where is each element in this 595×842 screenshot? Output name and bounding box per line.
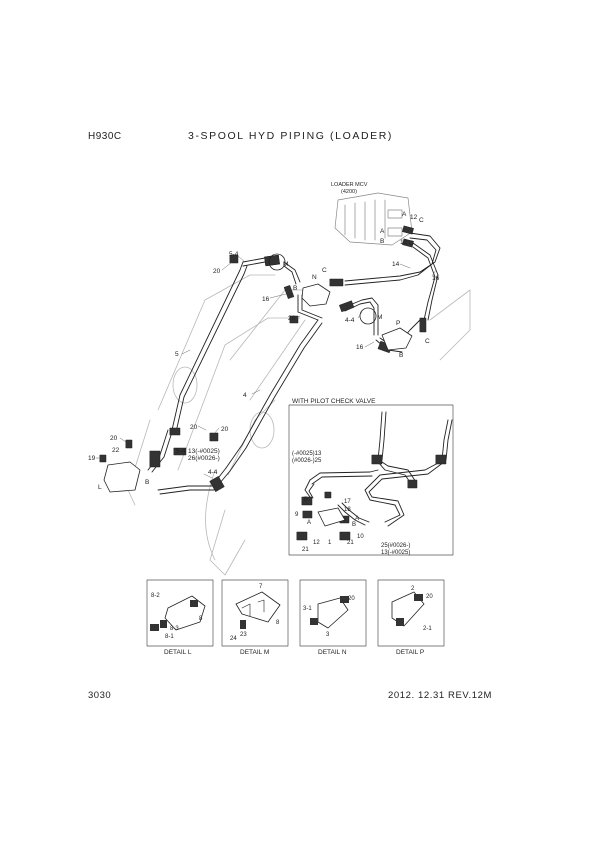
inset-callout: 21 <box>302 547 309 553</box>
inset-callout: 17 <box>344 499 351 505</box>
detail-n-caption: DETAIL N <box>318 649 347 656</box>
port-label: C <box>322 267 327 274</box>
part-callout: 4-4 <box>345 317 355 324</box>
port-label: 12 <box>400 239 408 246</box>
port-label: B <box>380 238 384 245</box>
part-callout: 20 <box>110 435 118 442</box>
detail-callout: 20 <box>426 594 433 600</box>
inset-callout: (#0026-)25 <box>292 458 322 464</box>
inset-drawing <box>304 411 453 527</box>
part-callout: 20 <box>221 426 229 433</box>
part-callout: 5 <box>175 351 179 358</box>
part-callout: 22 <box>112 447 120 454</box>
part-callout: 20 <box>213 268 221 275</box>
part-callout: 16 <box>356 344 364 351</box>
main-part-callouts: 5-4 20 14 16 16 20 4-4 16 5 4 20 20 20 2… <box>88 251 440 476</box>
part-callout: 4-4 <box>208 469 218 476</box>
detail-callout: 23 <box>240 632 247 638</box>
page-title: 3-SPOOL HYD PIPING (LOADER) <box>188 130 394 142</box>
port-label: A <box>380 228 385 235</box>
port-label: C <box>409 240 414 247</box>
part-callout: 5-4 <box>229 251 239 258</box>
inset-components <box>296 454 447 541</box>
detail-callout: 20 <box>348 596 355 602</box>
loader-mcv-valve <box>334 192 413 246</box>
inset-callout: A <box>355 516 359 522</box>
detail-l-box: 8-2 8 8-3 8-1 <box>146 579 214 647</box>
detail-callout: 2-1 <box>423 626 432 632</box>
part-callout: 13(-#0025) <box>188 448 220 455</box>
detail-callout: 8-1 <box>165 634 174 640</box>
loader-frame-outline <box>127 274 471 576</box>
part-callout: 19 <box>88 455 96 462</box>
detail-callout: 8 <box>276 620 280 626</box>
detail-callout: 8-2 <box>151 593 160 599</box>
inset-callout: (-#0025)13 <box>292 451 322 457</box>
part-callout: 20 <box>288 315 296 322</box>
mcv-label: LOADER MCV <box>331 182 368 188</box>
port-label: 12 <box>410 214 418 221</box>
part-callout: 16 <box>432 275 440 282</box>
detail-callout: 3-1 <box>303 606 312 612</box>
inset-callout: 9 <box>295 512 299 518</box>
detail-p-box: 2 20 2-1 <box>377 579 445 647</box>
detail-callout: 8 <box>199 616 203 622</box>
inset-callout: 10 <box>357 534 364 540</box>
inset-callout: B <box>304 497 308 503</box>
port-label: B <box>293 285 297 292</box>
inset-callout: B <box>352 522 356 528</box>
part-callout: 26(#0026-) <box>188 455 220 462</box>
inset-callout: 18 <box>344 507 351 513</box>
inset-callouts: (-#0025)13 (#0026-)25 17 18 9 A 12 21 1 … <box>292 451 410 556</box>
main-port-labels: A 12 C A B 12 C N B C P B C M M L B <box>98 211 430 491</box>
detail-callout: 3 <box>326 632 330 638</box>
port-label: M <box>377 314 382 321</box>
part-callout: 20 <box>190 424 198 431</box>
inset-callout: 12 <box>313 540 320 546</box>
inset-callout: 13(-#0025) <box>381 550 410 556</box>
brackets-main <box>103 283 413 493</box>
part-callout: 14 <box>392 261 400 268</box>
mcv-part-number: (4200) <box>341 189 357 195</box>
part-callout: 5-4 <box>176 448 186 455</box>
inset-callout: A <box>307 520 311 526</box>
port-label: C <box>425 338 430 345</box>
port-label: B <box>399 352 403 359</box>
revision-date: 2012. 12.31 REV.12M <box>388 690 493 701</box>
model-code: H930C <box>88 131 122 142</box>
port-label: M <box>283 261 288 268</box>
port-label: A <box>402 211 407 218</box>
detail-m-caption: DETAIL M <box>240 649 269 656</box>
inset-title: WITH PILOT CHECK VALVE <box>292 398 376 405</box>
pilot-check-inset-frame <box>288 404 454 556</box>
port-label: N <box>312 274 317 281</box>
detail-callout: 2 <box>411 586 415 592</box>
part-callout: 16 <box>262 296 270 303</box>
pilot-check-valve-block <box>317 507 346 527</box>
port-label: P <box>396 320 400 327</box>
inset-callout: 21 <box>347 540 354 546</box>
leader-lines <box>95 255 437 479</box>
detail-m-box: 7 8 23 24 <box>221 579 289 647</box>
port-label: B <box>145 479 149 486</box>
port-label: C <box>419 217 424 224</box>
page-number: 3030 <box>88 690 112 701</box>
detail-p-caption: DETAIL P <box>396 649 424 656</box>
detail-n-box: 3-1 20 3 <box>299 579 367 647</box>
port-label: L <box>98 484 102 491</box>
detail-callout: 7 <box>259 584 263 590</box>
detail-marker-circles <box>268 253 377 325</box>
detail-callout: 24 <box>230 636 237 642</box>
detail-callout: 8-3 <box>170 626 179 632</box>
hose-fittings <box>99 225 427 492</box>
detail-l-caption: DETAIL L <box>164 649 192 656</box>
part-callout: 4 <box>243 392 247 399</box>
inset-callout: 1 <box>328 540 332 546</box>
inset-callout: 25(#0026-) <box>381 543 410 549</box>
